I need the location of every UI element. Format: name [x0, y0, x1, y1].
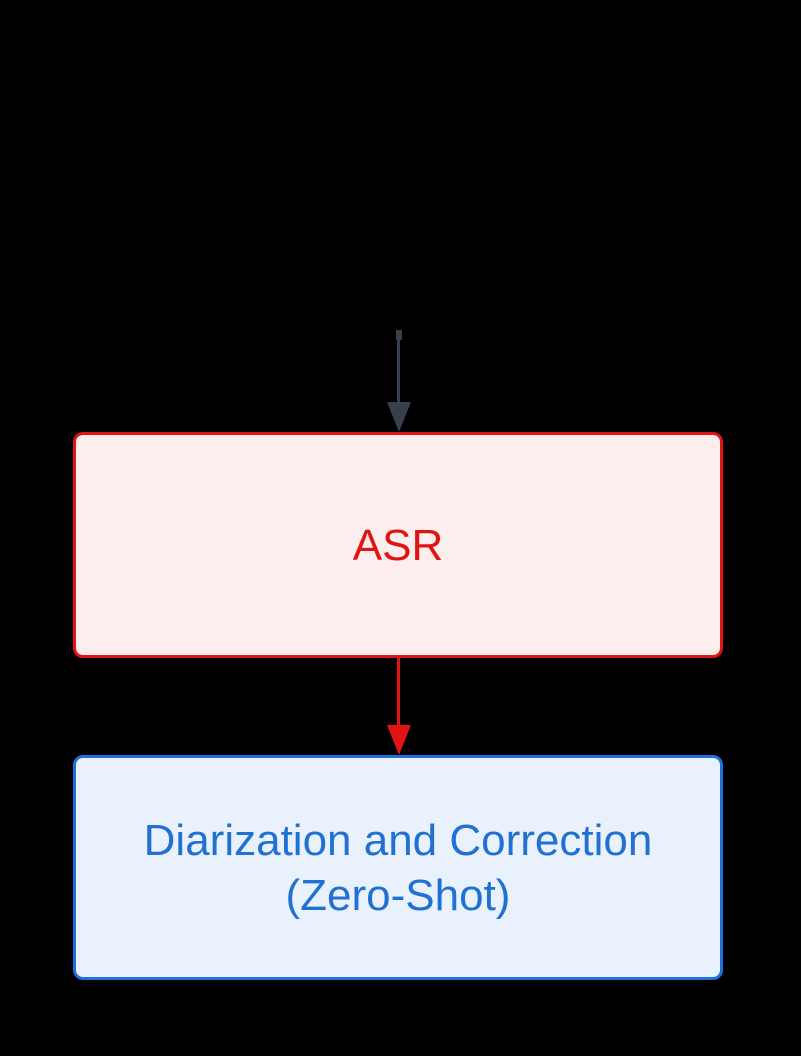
node-diarization: Diarization and Correction (Zero-Shot) [73, 755, 723, 980]
node-diarization-label-line2: (Zero-Shot) [285, 870, 511, 920]
edge-asr-to-diarization-line [397, 658, 400, 727]
input-edge-arrowhead-icon [387, 402, 411, 432]
edge-asr-to-diarization-arrowhead-icon [387, 725, 411, 755]
node-asr: ASR [73, 432, 723, 658]
node-asr-label: ASR [352, 520, 444, 570]
input-edge-line [397, 330, 400, 404]
node-diarization-label-line1: Diarization and Correction [143, 815, 653, 865]
